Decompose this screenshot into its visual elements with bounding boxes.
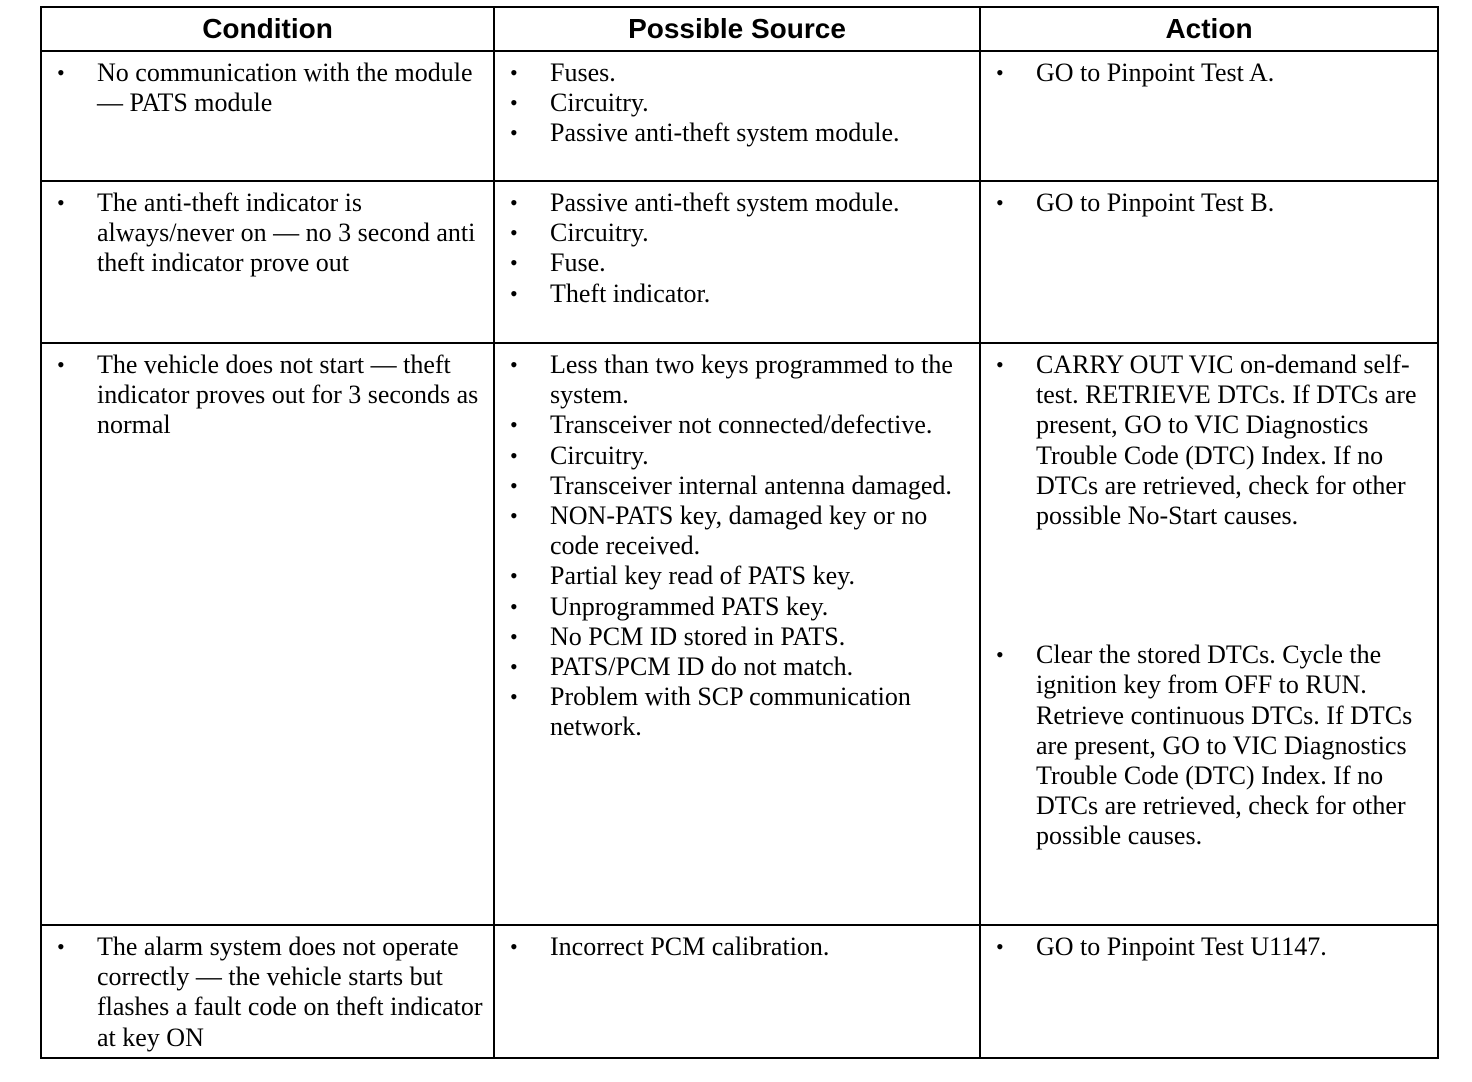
header-condition: Condition xyxy=(40,6,495,52)
list-spacer xyxy=(981,531,1429,640)
bullet-icon: • xyxy=(57,60,65,85)
list-item: •Passive anti-theft system module. xyxy=(510,188,900,217)
bullet-icon: • xyxy=(510,60,518,85)
bullet-icon: • xyxy=(996,642,1004,668)
action-cell: •CARRY OUT VIC on-demand self-test. RETR… xyxy=(979,342,1439,926)
list-item: •Problem with SCP communication network. xyxy=(510,682,911,742)
bullet-icon: • xyxy=(510,220,518,246)
bullet-icon: • xyxy=(57,934,65,959)
list-item: •Unprogrammed PATS key. xyxy=(510,591,829,621)
list-item: •GO to Pinpoint Test U1147. xyxy=(996,932,1327,961)
bullet-icon: • xyxy=(510,623,518,649)
list-item: •Incorrect PCM calibration. xyxy=(510,932,830,961)
bullet-icon: • xyxy=(996,190,1004,215)
list-item: •Fuse. xyxy=(510,248,606,278)
header-possible-source: Possible Source xyxy=(493,6,981,52)
list-item: •Circuitry. xyxy=(510,440,649,470)
action-cell: •GO to Pinpoint Test B. xyxy=(979,180,1439,344)
bullet-icon: • xyxy=(510,442,518,468)
table-row: •The vehicle does not start — theft indi… xyxy=(40,342,1439,926)
condition-cell: •No communication with the module — PATS… xyxy=(40,50,495,182)
bullet-icon: • xyxy=(996,352,1004,377)
source-cell: •Passive anti-theft system module. •Circ… xyxy=(493,180,981,344)
list-item: •GO to Pinpoint Test B. xyxy=(996,188,1275,217)
bullet-icon: • xyxy=(57,190,65,215)
condition-cell: •The anti-theft indicator is always/neve… xyxy=(40,180,495,344)
bullet-icon: • xyxy=(510,90,518,116)
bullet-icon: • xyxy=(510,563,518,589)
bullet-icon: • xyxy=(996,60,1004,85)
bullet-icon: • xyxy=(510,352,518,377)
condition-cell: •The vehicle does not start — theft indi… xyxy=(40,342,495,926)
source-cell: •Less than two keys programmed to the sy… xyxy=(493,342,981,926)
table-row: •No communication with the module — PATS… xyxy=(40,50,1439,182)
source-cell: •Fuses. •Circuitry. •Passive anti-theft … xyxy=(493,50,981,182)
list-item: •Clear the stored DTCs. Cycle the igniti… xyxy=(996,640,1413,851)
list-item: •No communication with the module — PATS… xyxy=(57,58,473,118)
list-item: •CARRY OUT VIC on-demand self-test. RETR… xyxy=(996,350,1417,531)
bullet-icon: • xyxy=(57,352,65,377)
bullet-icon: • xyxy=(510,503,518,529)
bullet-icon: • xyxy=(510,412,518,438)
list-item: •Transceiver not connected/defective. xyxy=(510,410,933,440)
bullet-icon: • xyxy=(996,934,1004,959)
bullet-icon: • xyxy=(510,190,518,215)
bullet-icon: • xyxy=(510,472,518,498)
list-item: •The anti-theft indicator is always/neve… xyxy=(57,188,476,278)
list-item: •Theft indicator. xyxy=(510,278,711,308)
action-cell: •GO to Pinpoint Test A. xyxy=(979,50,1439,182)
list-item: •Circuitry. xyxy=(510,88,649,118)
list-item: •Partial key read of PATS key. xyxy=(510,561,855,591)
bullet-icon: • xyxy=(510,684,518,710)
list-item: •No PCM ID stored in PATS. xyxy=(510,621,846,651)
list-item: •The alarm system does not operate corre… xyxy=(57,932,483,1052)
list-item: •Passive anti-theft system module. xyxy=(510,118,900,148)
list-item: •GO to Pinpoint Test A. xyxy=(996,58,1275,87)
bullet-icon: • xyxy=(510,250,518,276)
diagnostic-table: Condition Possible Source Action •No com… xyxy=(40,6,1439,1059)
action-cell: •GO to Pinpoint Test U1147. xyxy=(979,924,1439,1059)
header-row: Condition Possible Source Action xyxy=(40,6,1439,52)
bullet-icon: • xyxy=(510,934,518,959)
bullet-icon: • xyxy=(510,654,518,680)
list-item: •Transceiver internal antenna damaged. xyxy=(510,470,952,500)
source-cell: •Incorrect PCM calibration. xyxy=(493,924,981,1059)
header-action: Action xyxy=(979,6,1439,52)
list-item: •The vehicle does not start — theft indi… xyxy=(57,350,479,440)
table-row: •The anti-theft indicator is always/neve… xyxy=(40,180,1439,344)
bullet-icon: • xyxy=(510,120,518,146)
list-item: •PATS/PCM ID do not match. xyxy=(510,652,854,682)
list-item: •Less than two keys programmed to the sy… xyxy=(510,350,953,410)
bullet-icon: • xyxy=(510,593,518,619)
table-row: •The alarm system does not operate corre… xyxy=(40,924,1439,1059)
bullet-icon: • xyxy=(510,280,518,306)
list-item: •NON-PATS key, damaged key or no code re… xyxy=(510,501,928,561)
condition-cell: •The alarm system does not operate corre… xyxy=(40,924,495,1059)
list-item: •Fuses. xyxy=(510,58,616,87)
list-item: •Circuitry. xyxy=(510,218,649,248)
